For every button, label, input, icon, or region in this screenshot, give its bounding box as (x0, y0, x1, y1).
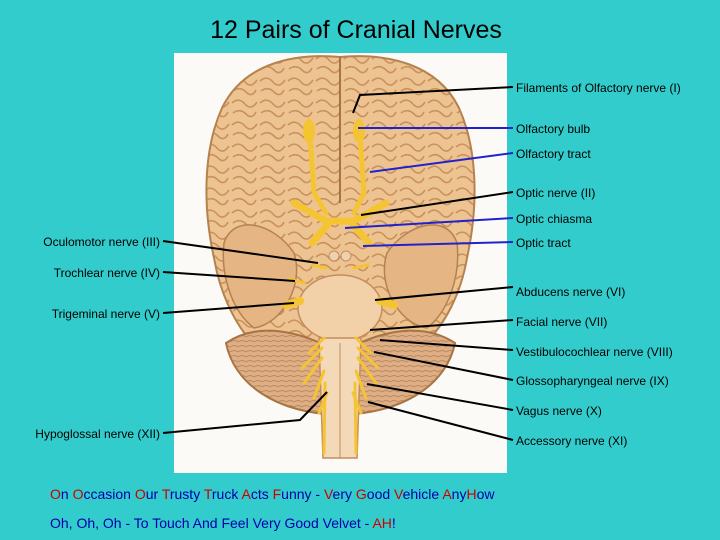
label-abducens: Abducens nerve (VI) (516, 285, 625, 299)
label-optic-nerve: Optic nerve (II) (516, 186, 595, 200)
mnemonic-line1-segment: ruck (212, 486, 242, 502)
label-trochlear: Trochlear nerve (IV) (0, 266, 160, 280)
mnemonic-line-1: On Occasion Our Trusty Truck Acts Funny … (50, 486, 494, 502)
mnemonic-line1-segment: T (204, 486, 212, 502)
label-vestibulocochlear: Vestibulocochlear nerve (VIII) (516, 345, 673, 359)
mnemonic-line1-segment: V (394, 486, 403, 502)
leader-trigeminal (163, 303, 294, 313)
label-glossopharyngeal: Glossopharyngeal nerve (IX) (516, 374, 669, 388)
mnemonic-line1-segment: ny (452, 486, 467, 502)
mnemonic-line2-segment: AH (372, 515, 391, 531)
mnemonic-line2-segment: Oh, Oh, Oh - To Touch And Feel Very Good… (50, 515, 372, 531)
label-accessory: Accessory nerve (XI) (516, 434, 627, 448)
mnemonic-line1-segment: rusty (170, 486, 204, 502)
mnemonic-line1-segment: ur (146, 486, 162, 502)
leader-vagus (367, 384, 513, 410)
label-hypoglossal: Hypoglossal nerve (XII) (0, 427, 160, 441)
label-olfactory-bulb: Olfactory bulb (516, 122, 590, 136)
leader-optic-nerve (361, 192, 513, 215)
mnemonic-line1-segment: unny - (281, 486, 324, 502)
leader-accessory (368, 402, 513, 440)
label-optic-chiasma: Optic chiasma (516, 212, 592, 226)
leader-vestibulocochlear (380, 340, 513, 350)
leader-hypoglossal (163, 392, 327, 433)
leader-facial (370, 320, 513, 330)
mnemonic-line1-segment: n (61, 486, 73, 502)
label-vagus: Vagus nerve (X) (516, 404, 602, 418)
mnemonic-line1-segment: ehicle (403, 486, 443, 502)
label-oculomotor: Oculomotor nerve (III) (0, 235, 160, 249)
mnemonic-line1-segment: ow (477, 486, 495, 502)
leader-oculomotor (163, 241, 318, 263)
mnemonic-line1-segment: A (442, 486, 451, 502)
label-trigeminal: Trigeminal nerve (V) (0, 307, 160, 321)
mnemonic-line1-segment: A (241, 486, 250, 502)
label-filaments-olfactory: Filaments of Olfactory nerve (I) (516, 81, 681, 95)
label-facial: Facial nerve (VII) (516, 315, 607, 329)
mnemonic-line1-segment: ccasion (83, 486, 134, 502)
leader-abducens (375, 287, 513, 300)
mnemonic-line1-segment: cts (251, 486, 273, 502)
mnemonic-line-2: Oh, Oh, Oh - To Touch And Feel Very Good… (50, 515, 396, 531)
mnemonic-line1-segment: H (466, 486, 476, 502)
mnemonic-line1-segment: ery (333, 486, 356, 502)
mnemonic-line2-segment: ! (392, 515, 396, 531)
leader-optic-tract (363, 242, 513, 246)
mnemonic-line1-segment: O (135, 486, 146, 502)
label-optic-tract: Optic tract (516, 236, 571, 250)
mnemonic-line1-segment: ood (367, 486, 394, 502)
leader-trochlear (163, 272, 295, 281)
leader-filaments (353, 87, 513, 113)
mnemonic-line1-segment: G (356, 486, 367, 502)
label-olfactory-tract: Olfactory tract (516, 147, 591, 161)
leader-glossopharyngeal (374, 352, 513, 380)
mnemonic-line1-segment: T (162, 486, 170, 502)
leader-optic-chiasma (345, 218, 513, 228)
mnemonic-line1-segment: V (324, 486, 333, 502)
mnemonic-line1-segment: F (273, 486, 282, 502)
leader-olfactory-tract (370, 153, 513, 172)
mnemonic-line1-segment: O (50, 486, 61, 502)
mnemonic-line1-segment: O (73, 486, 84, 502)
